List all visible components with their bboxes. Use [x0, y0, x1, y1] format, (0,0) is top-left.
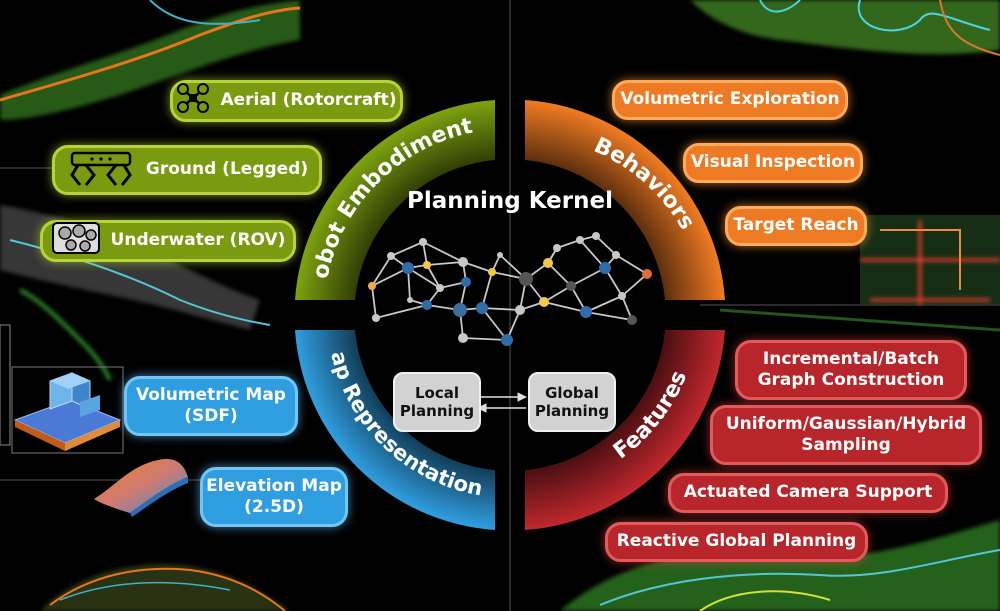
embodiment-label: Underwater (ROV) — [111, 230, 286, 251]
graph-node — [458, 257, 468, 267]
drone-icon — [176, 83, 210, 119]
graph-node — [501, 334, 513, 346]
graph-node — [553, 244, 561, 252]
graph-edge — [376, 305, 427, 318]
graph-node — [436, 284, 444, 292]
graph-node — [592, 232, 600, 240]
graph-edge — [423, 242, 463, 262]
graph-node — [519, 272, 533, 286]
map-volumetric: Volumetric Map (SDF) — [124, 376, 298, 436]
graph-node — [422, 300, 432, 310]
graph-edge — [372, 286, 376, 318]
embodiment-label: Aerial (Rotorcraft) — [220, 90, 396, 111]
graph-edge — [482, 308, 507, 340]
graph-node — [612, 251, 620, 259]
graph-node — [599, 262, 611, 274]
local-planning-box: Local Planning — [393, 372, 481, 432]
graph-node — [372, 314, 380, 322]
graph-node — [387, 252, 395, 260]
graph-node — [423, 261, 431, 269]
graph-node — [642, 269, 652, 279]
behavior-volumetric-exploration: Volumetric Exploration — [612, 80, 848, 120]
graph-node — [576, 236, 584, 244]
elevation-map-thumbnail — [92, 455, 192, 517]
graph-edge — [544, 302, 586, 312]
feature-graph-construction: Incremental/Batch Graph Construction — [735, 340, 967, 400]
behavior-visual-inspection: Visual Inspection — [683, 143, 863, 183]
graph-node — [368, 282, 376, 290]
behavior-target-reach: Target Reach — [725, 206, 867, 246]
graph-node — [419, 238, 427, 246]
graph-edge — [586, 312, 632, 320]
graph-node — [627, 315, 637, 325]
legged-robot-icon — [66, 147, 136, 193]
graph-edge — [427, 262, 463, 265]
graph-node — [515, 305, 525, 315]
graph-node — [497, 252, 503, 258]
graph-edges — [372, 236, 647, 340]
graph-node — [458, 333, 468, 343]
feature-sampling: Uniform/Gaussian/Hybrid Sampling — [710, 405, 982, 465]
graph-edge — [463, 338, 507, 340]
graph-node — [488, 268, 496, 276]
graph-node — [402, 262, 414, 274]
planning-kernel-title: Planning Kernel — [380, 188, 640, 214]
graph-edge — [391, 242, 423, 256]
graph-edge — [596, 236, 616, 255]
embodiment-underwater: Underwater (ROV) — [40, 220, 296, 262]
feature-actuated-camera: Actuated Camera Support — [668, 473, 948, 513]
map-elevation: Elevation Map (2.5D) — [200, 467, 348, 527]
sdf-map-thumbnail — [10, 365, 125, 455]
global-planning-box: Global Planning — [528, 372, 616, 432]
feature-reactive-global-planning: Reactive Global Planning — [605, 522, 868, 562]
embodiment-label: Ground (Legged) — [146, 159, 308, 180]
graph-node — [461, 277, 471, 287]
embodiment-ground: Ground (Legged) — [52, 145, 322, 195]
graph-edge — [616, 255, 647, 274]
graph-node — [476, 302, 488, 314]
graph-node — [580, 306, 592, 318]
graph-node — [453, 303, 467, 317]
embodiment-aerial: Aerial (Rotorcraft) — [170, 80, 403, 122]
graph-node — [407, 297, 413, 303]
graph-node — [543, 258, 553, 268]
graph-node — [566, 281, 576, 291]
graph-node — [539, 297, 549, 307]
graph-node — [618, 292, 626, 300]
rov-icon — [51, 221, 101, 261]
